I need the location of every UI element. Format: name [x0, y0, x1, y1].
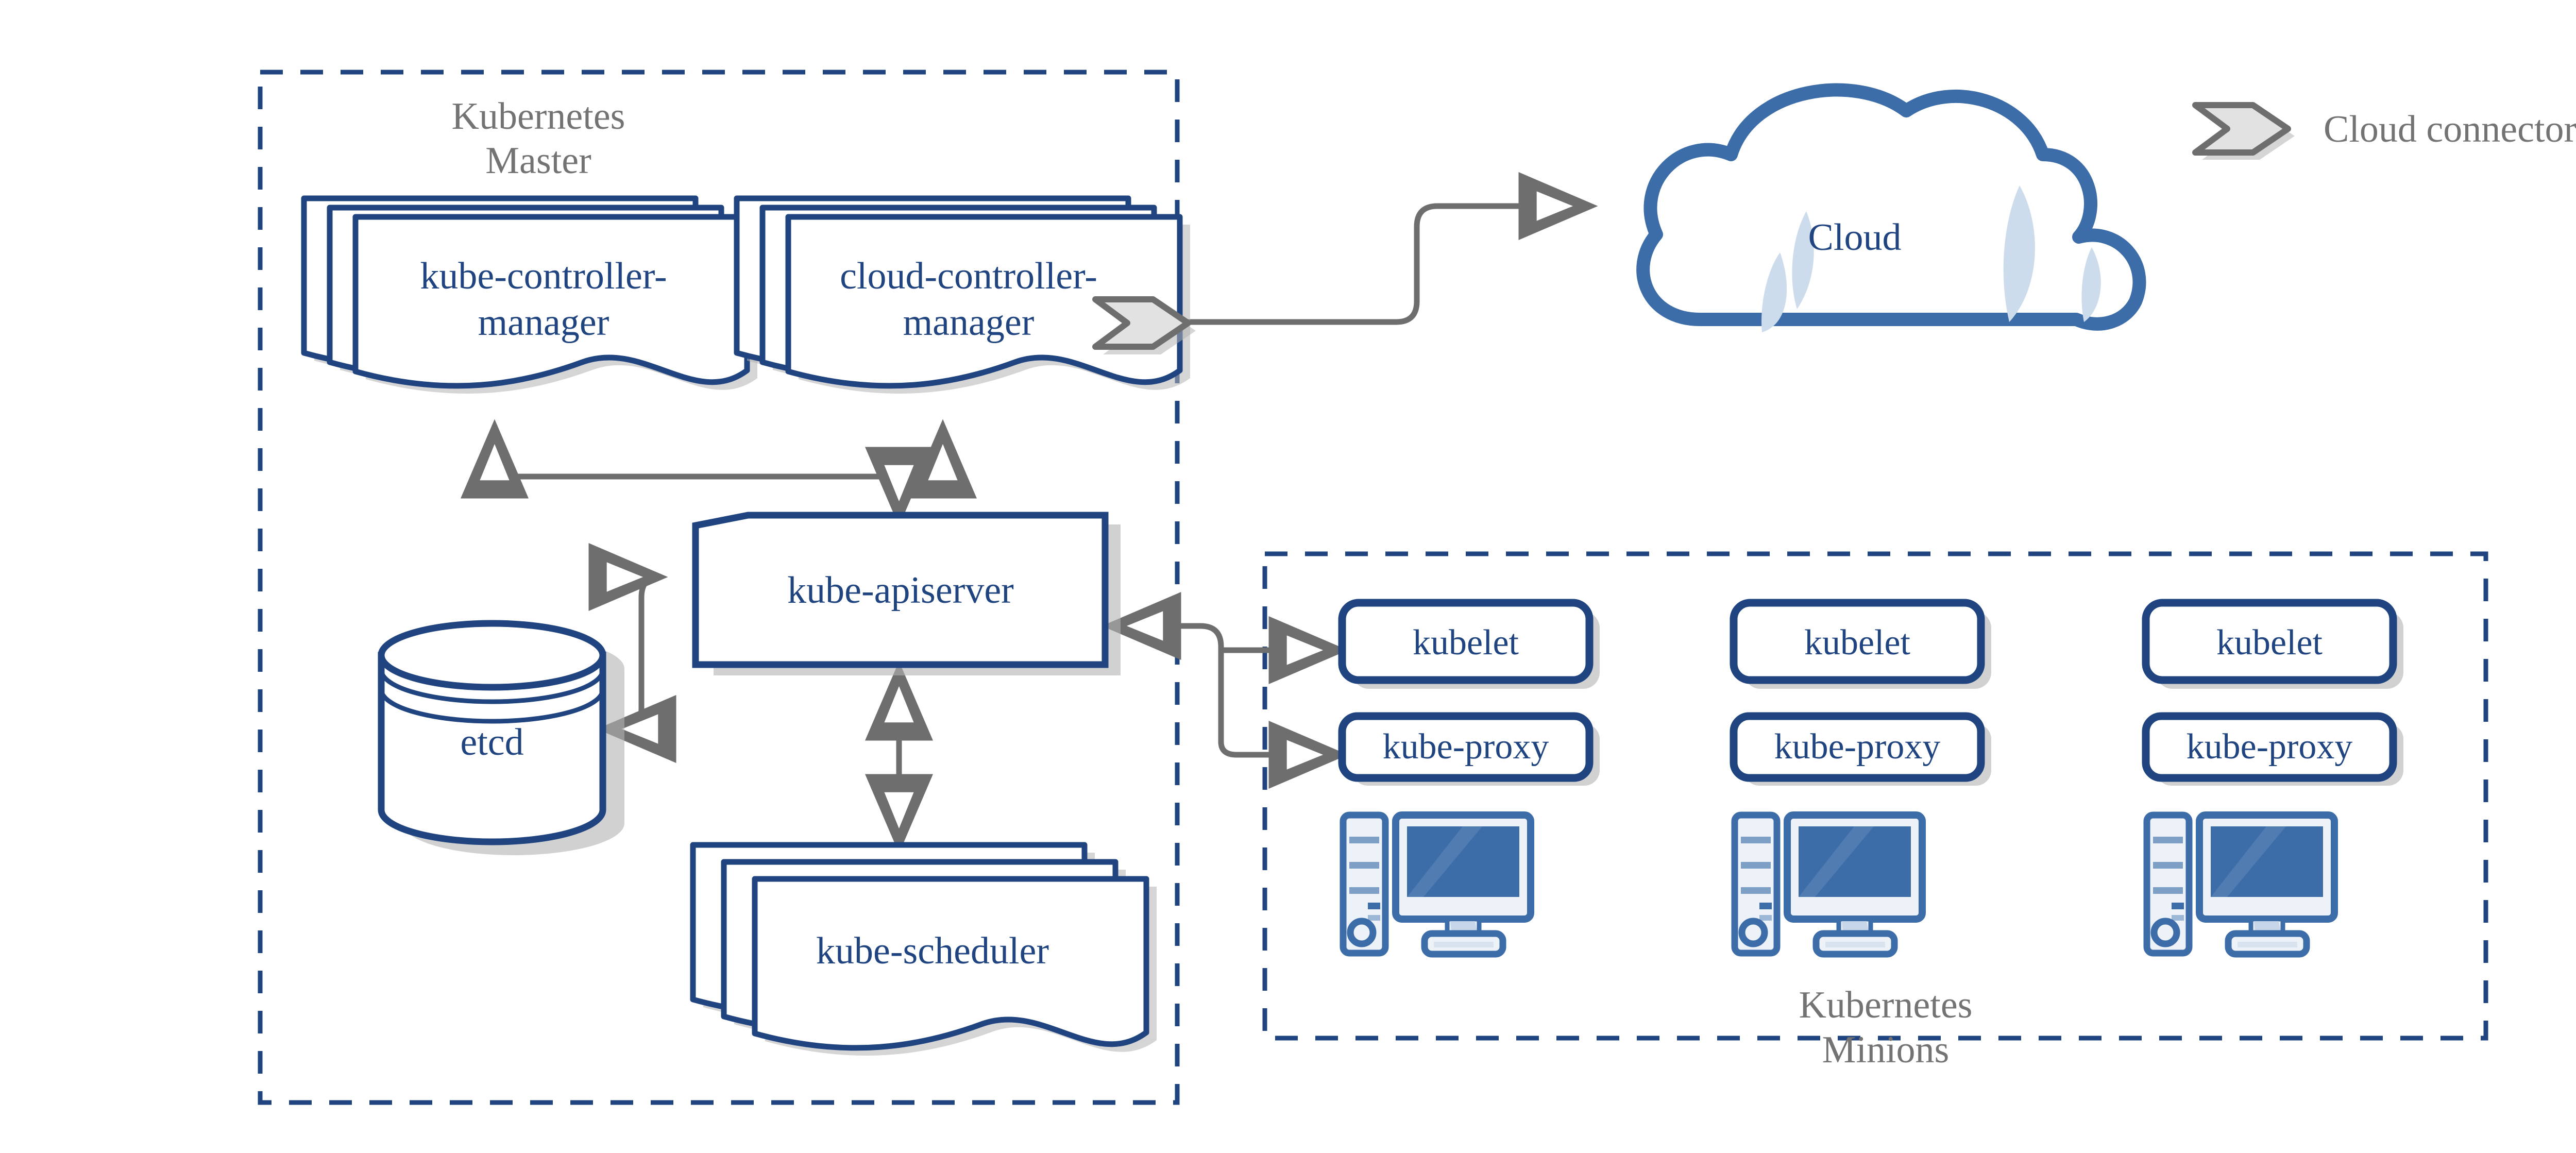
etcd-top-ring-1 [378, 620, 606, 691]
kube-controller-manager-label-line2: manager [478, 301, 609, 344]
kube-scheduler-label: kube-scheduler [816, 930, 1049, 972]
kube-proxy-box-2[interactable] [1730, 712, 1985, 782]
kubelet-box-1[interactable] [1338, 599, 1594, 684]
cloud-accent-4 [2081, 247, 2101, 322]
legend: Cloud connector [2195, 105, 2576, 160]
kubelet-label-3: kubelet [2216, 623, 2323, 663]
master-group-border [258, 70, 1180, 1105]
minion-node-2: kubelet kube-proxy [1730, 599, 1991, 954]
desktop-computer-icon-3 [2147, 815, 2334, 954]
cloud-shape [1636, 83, 2146, 331]
kube-proxy-label-1: kube-proxy [1383, 727, 1549, 767]
connector-ccm-to-cloud [1177, 172, 1598, 325]
kube-apiserver-node[interactable]: kube-apiserver [692, 512, 1121, 675]
cloud-node[interactable]: Cloud [1636, 83, 2146, 332]
kube-controller-manager-label-line1: kube-controller- [420, 255, 667, 297]
connector-apiserver-to-kubelet [1105, 616, 1348, 684]
cloud-controller-manager-node[interactable]: cloud-controller- manager [737, 198, 1190, 394]
cloud-accent-2 [1761, 252, 1787, 332]
desktop-computer-icon-1 [1343, 815, 1531, 954]
cloud-label: Cloud [1808, 216, 1902, 259]
cloud-controller-manager-label-line1: cloud-controller- [840, 255, 1097, 297]
connector-apiserver-to-ccm [896, 419, 977, 518]
connector-apiserver-to-kcm [461, 419, 902, 518]
kubelet-box-3[interactable] [2142, 599, 2397, 684]
cloud-accent-3 [2003, 185, 2035, 322]
minion-node-1: kubelet kube-proxy [1338, 599, 1600, 954]
kube-controller-manager-node[interactable]: kube-controller- manager [304, 198, 757, 394]
kube-apiserver-shape [692, 512, 1109, 668]
master-group-label-line2: Master [485, 140, 591, 182]
connector-apiserver-to-kubeproxy [1218, 647, 1348, 789]
etcd-ring-2 [379, 669, 605, 704]
kube-scheduler-node[interactable]: kube-scheduler [693, 845, 1157, 1056]
etcd-node[interactable]: etcd [378, 620, 624, 855]
cloud-accent-1 [1792, 211, 1814, 309]
desktop-computer-icon-2 [1735, 815, 1922, 954]
connector-apiserver-to-etcd [588, 543, 676, 763]
kubelet-label-2: kubelet [1804, 623, 1911, 663]
minions-group-label-line2: Minions [1822, 1029, 1950, 1071]
legend-cloud-connector-icon [2195, 105, 2295, 160]
etcd-body [378, 652, 606, 845]
minions-group-label-line1: Kubernetes [1799, 984, 1973, 1026]
etcd-ring-3 [379, 689, 605, 724]
kubelet-label-1: kubelet [1413, 623, 1519, 663]
master-group-label-line1: Kubernetes [452, 95, 625, 138]
cloud-controller-manager-label-line2: manager [903, 301, 1035, 344]
minion-node-3: kubelet kube-proxy [2142, 599, 2403, 954]
etcd-label: etcd [460, 721, 523, 764]
minions-group-border [1262, 551, 2488, 1041]
kube-proxy-label-3: kube-proxy [2187, 727, 2353, 767]
legend-label: Cloud connector [2324, 108, 2576, 150]
kube-proxy-box-3[interactable] [2142, 712, 2397, 782]
kubelet-box-2[interactable] [1730, 599, 1985, 684]
kube-proxy-box-1[interactable] [1338, 712, 1594, 782]
kube-apiserver-label: kube-apiserver [787, 569, 1014, 612]
kube-proxy-label-2: kube-proxy [1774, 727, 1941, 767]
